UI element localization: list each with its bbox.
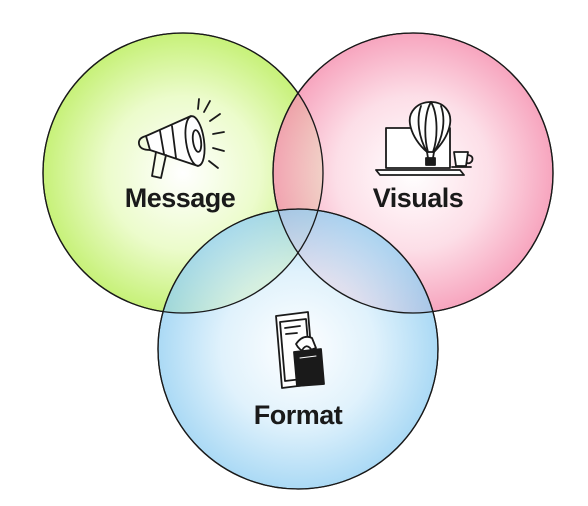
circle-label-message: Message — [124, 183, 236, 213]
circle-label-visuals: Visuals — [372, 183, 464, 213]
megaphone-icon — [137, 98, 225, 179]
circle-label-format: Format — [253, 400, 343, 430]
phone-shopping-bag-icon — [275, 311, 325, 389]
circle-outlines — [42, 32, 554, 490]
laptop-balloon-icon — [375, 101, 474, 176]
